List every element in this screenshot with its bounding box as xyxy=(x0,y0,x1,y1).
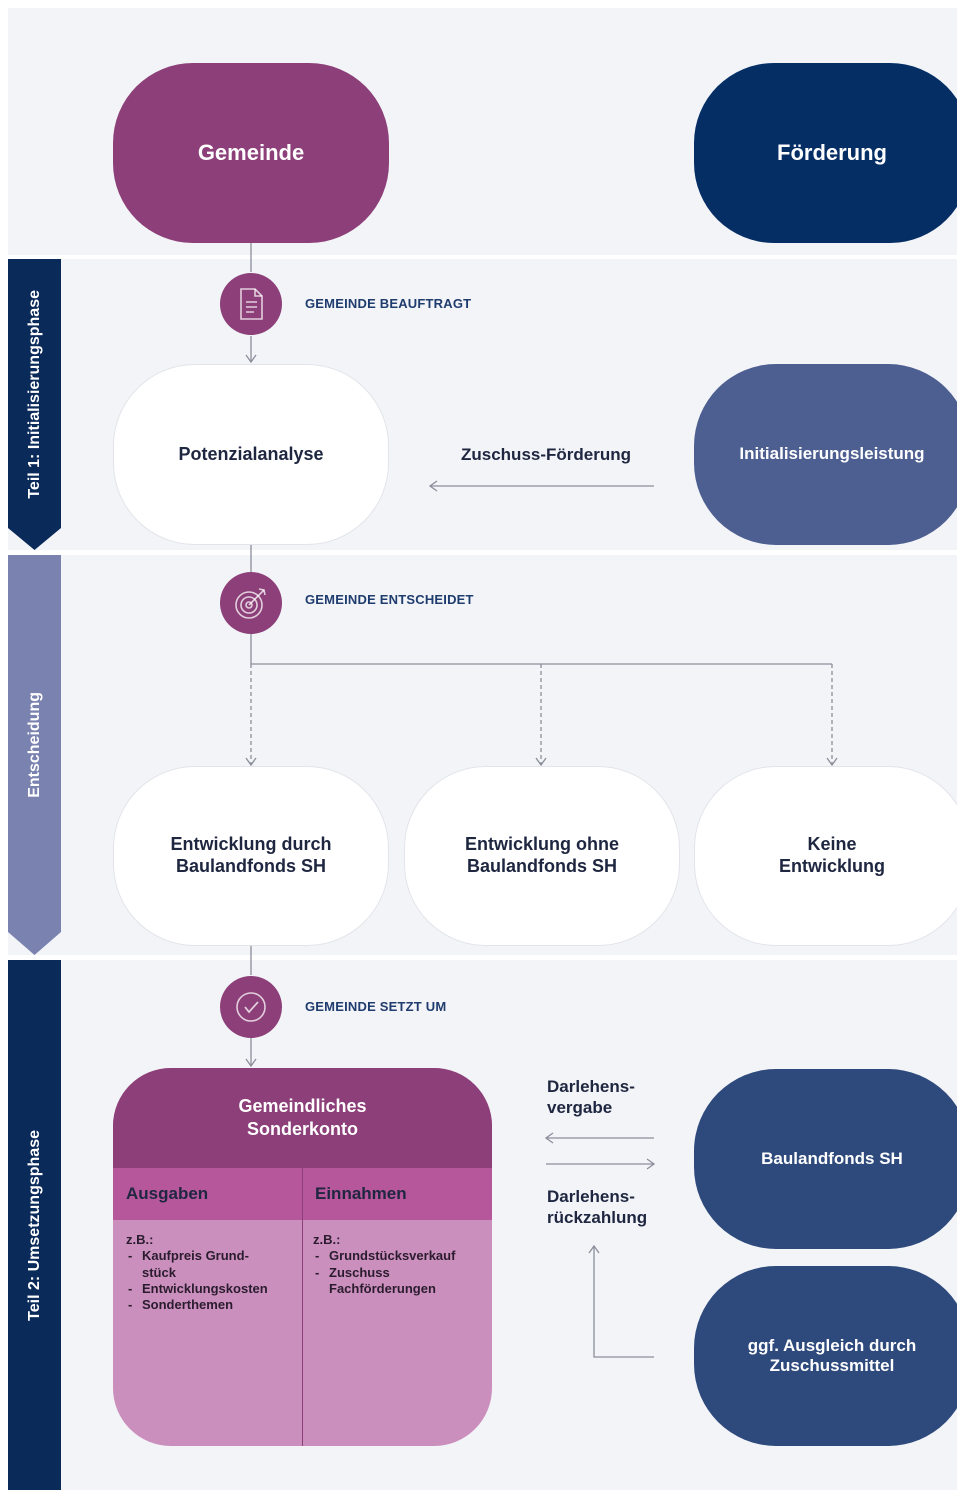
column-divider xyxy=(302,1168,303,1446)
arrowhead-account xyxy=(245,1058,257,1068)
phase2-tab-shape xyxy=(8,960,61,1490)
document-icon xyxy=(240,288,263,320)
option-no-development: Keine Entwicklung xyxy=(694,766,957,946)
expense-item-continued: stück xyxy=(142,1264,176,1280)
expenses-header: Ausgaben xyxy=(113,1168,302,1220)
check-circle-icon xyxy=(236,992,266,1022)
step3-label: GEMEINDE SETZT UM xyxy=(305,999,447,1014)
zuschuss-label: Zuschuss-Förderung xyxy=(461,445,632,464)
expense-item: Sonderthemen xyxy=(126,1297,298,1314)
arrow-compensation xyxy=(593,1246,654,1358)
option-without-fund-line2: Baulandfonds SH xyxy=(466,856,617,876)
loan-back-label: Darlehens- rückzahlung xyxy=(547,1186,647,1229)
option-without-fund: Entwicklung ohne Baulandfonds SH xyxy=(404,766,680,946)
sonderkonto: Gemeindliches Sonderkonto Ausgaben Einna… xyxy=(113,1068,492,1446)
sonderkonto-title: Gemeindliches Sonderkonto xyxy=(113,1068,492,1168)
option-with-fund: Entwicklung durch Baulandfonds SH xyxy=(113,766,389,946)
option-without-fund-line1: Entwicklung ohne xyxy=(464,834,619,855)
option-with-fund-line2: Baulandfonds SH xyxy=(175,856,326,876)
expense-item: Entwicklungskosten xyxy=(126,1281,298,1298)
decision-tab-shape xyxy=(8,555,61,955)
gemeinde-header-label: Gemeinde xyxy=(197,139,305,165)
loan-out-label: Darlehens- vergabe xyxy=(547,1076,635,1119)
option-with-fund-line1: Entwicklung durch xyxy=(170,834,332,855)
expenses-list: z.B.: Kaufpreis Grund- stück Entwicklung… xyxy=(126,1232,298,1314)
arrowhead-loan-back xyxy=(646,1158,656,1170)
loan-out-line2: vergabe xyxy=(547,1098,613,1118)
income-eg: z.B.: xyxy=(313,1232,341,1247)
compensation-line2: Zuschussmittel xyxy=(769,1356,895,1375)
arrowhead-option-3 xyxy=(826,757,838,767)
foerderung-header-label: Förderung xyxy=(777,139,887,165)
step1-label: GEMEINDE BEAUFTRAGT xyxy=(305,296,472,311)
phase1-tab-shape xyxy=(8,259,61,550)
loan-back-line1: Darlehens- xyxy=(547,1187,635,1206)
potenzialanalyse-label: Potenzialanalyse xyxy=(178,443,324,464)
sonderkonto-title-line1: Gemeindliches xyxy=(238,1095,367,1116)
expense-item: Kaufpreis Grund- xyxy=(126,1248,298,1265)
initialisierungsleistung-node: Initialisierungsleistung xyxy=(694,364,957,545)
sonderkonto-title-line2: Sonderkonto xyxy=(247,1119,358,1139)
arrowhead-loan-out xyxy=(544,1132,554,1144)
arrowhead-option-2 xyxy=(535,757,547,767)
option-no-development-line2: Entwicklung xyxy=(778,856,885,876)
arrowhead-analysis xyxy=(245,354,257,364)
income-item-continued: Fachförderungen xyxy=(329,1280,436,1296)
expenses-eg: z.B.: xyxy=(126,1232,154,1247)
baulandfonds-node: Baulandfonds SH xyxy=(694,1069,957,1249)
potenzialanalyse-node: Potenzialanalyse xyxy=(113,364,389,545)
income-item: Zuschuss xyxy=(313,1265,489,1282)
income-item: Grundstücksverkauf xyxy=(313,1248,489,1265)
step2-label: GEMEINDE ENTSCHEIDET xyxy=(305,592,474,607)
loan-back-line2: rückzahlung xyxy=(547,1208,648,1228)
foerderung-header: Förderung xyxy=(694,63,957,243)
step2-node xyxy=(220,572,282,634)
step3-node xyxy=(220,976,282,1038)
arrowhead-compensation xyxy=(588,1244,600,1254)
income-header: Einnahmen xyxy=(302,1168,492,1220)
target-icon xyxy=(235,588,266,619)
option-no-development-line1: Keine xyxy=(807,834,857,855)
compensation-line1: ggf. Ausgleich durch xyxy=(747,1335,917,1355)
step1-node xyxy=(220,273,282,335)
loan-out-line1: Darlehens- xyxy=(547,1077,635,1096)
arrowhead-option-1 xyxy=(245,757,257,767)
initialisierungsleistung-label: Initialisierungsleistung xyxy=(739,444,925,464)
baulandfonds-label: Baulandfonds SH xyxy=(761,1148,903,1168)
arrowhead-zuschuss xyxy=(428,480,438,492)
gemeinde-header: Gemeinde xyxy=(113,63,389,243)
income-list: z.B.: Grundstücksverkauf Zuschuss Fachfö… xyxy=(313,1232,489,1297)
compensation-node: ggf. Ausgleich durch Zuschussmittel xyxy=(694,1266,957,1446)
